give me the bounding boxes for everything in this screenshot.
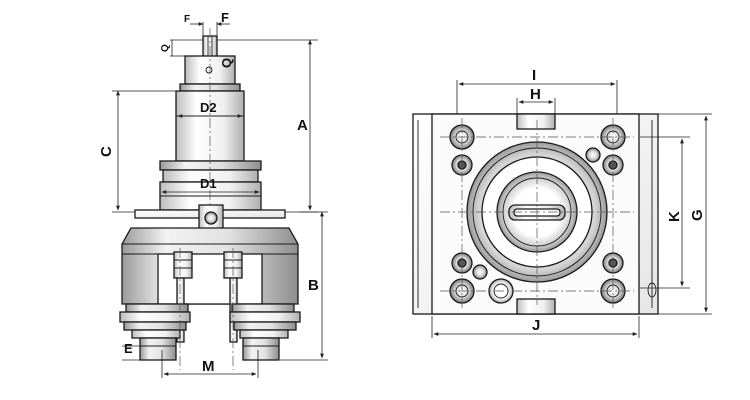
label-i: I xyxy=(532,67,536,84)
key-slot-bottom xyxy=(516,298,556,315)
side-view: F F Q Q A C D2 D1 B E xyxy=(98,10,328,378)
lower-collars xyxy=(119,303,301,361)
label-f: F xyxy=(221,10,229,25)
label-m: M xyxy=(202,358,215,375)
label-k: K xyxy=(666,211,683,222)
label-c: C xyxy=(98,146,115,157)
key-slot-top xyxy=(516,113,556,130)
housing-top-plate xyxy=(134,204,286,231)
label-g: G xyxy=(689,209,706,221)
label-h: H xyxy=(530,86,541,103)
front-view: I H J K G xyxy=(412,67,712,338)
label-q: Q xyxy=(219,58,234,68)
label-d2: D2 xyxy=(200,100,217,115)
housing-body xyxy=(121,227,299,305)
label-q-small: Q xyxy=(160,44,171,52)
label-d1: D1 xyxy=(200,176,217,191)
label-a: A xyxy=(297,117,308,134)
label-b: B xyxy=(308,277,319,294)
label-j: J xyxy=(532,317,540,334)
label-f-small: F xyxy=(184,14,190,25)
label-e: E xyxy=(124,341,133,356)
